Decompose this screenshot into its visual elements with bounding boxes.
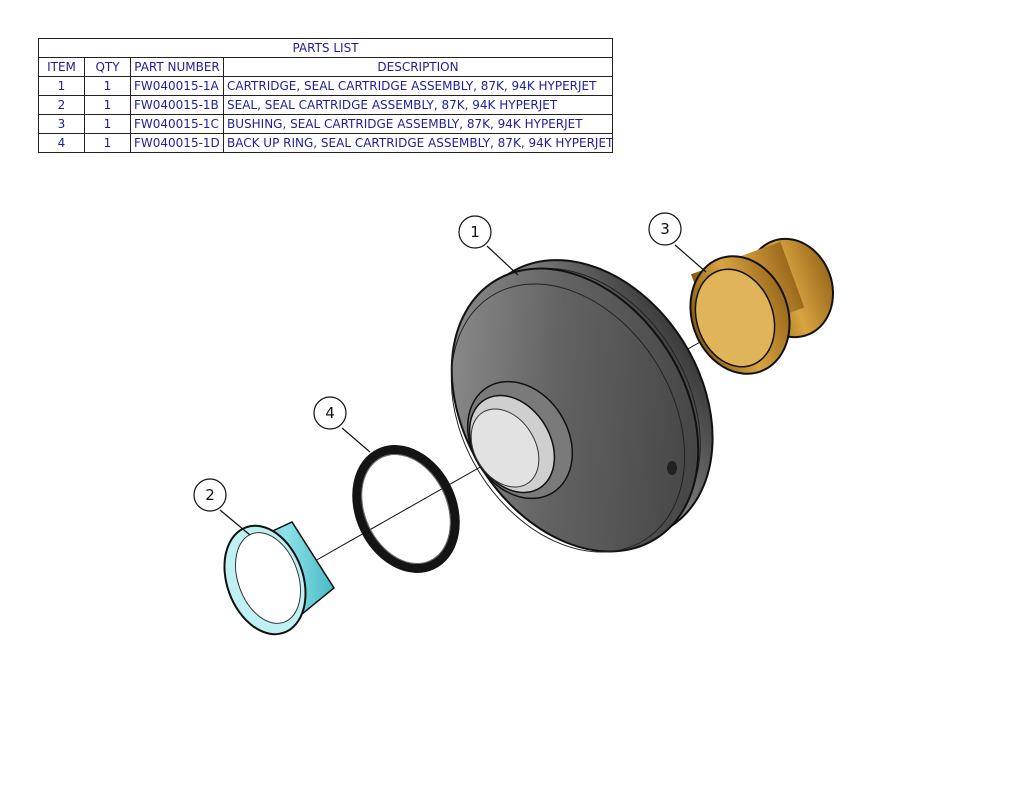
seal-part [223, 521, 335, 636]
leader-1 [486, 245, 519, 276]
leader-4 [341, 427, 371, 453]
parts-list-table: PARTS LIST ITEM QTY PART NUMBER DESCRIPT… [38, 38, 613, 153]
balloon-3: 3 [648, 212, 682, 246]
svg-text:1: 1 [470, 223, 480, 241]
table-row: 1 1 FW040015-1A CARTRIDGE, SEAL CARTRIDG… [38, 76, 613, 96]
cell-description: SEAL, SEAL CARTRIDGE ASSEMBLY, 87K, 94K … [223, 95, 613, 115]
cell-description: CARTRIDGE, SEAL CARTRIDGE ASSEMBLY, 87K,… [223, 76, 613, 96]
table-row: 4 1 FW040015-1D BACK UP RING, SEAL CARTR… [38, 133, 613, 153]
cell-item: 4 [38, 133, 85, 153]
bushing-part [689, 237, 835, 375]
cell-part-number: FW040015-1D [130, 133, 224, 153]
leader-3 [674, 244, 707, 273]
table-row: 3 1 FW040015-1C BUSHING, SEAL CARTRIDGE … [38, 114, 613, 134]
header-description: DESCRIPTION [223, 57, 613, 77]
balloon-2: 2 [193, 478, 227, 512]
cartridge-part [450, 259, 714, 553]
backup-ring-part [352, 445, 460, 573]
svg-text:4: 4 [325, 404, 335, 422]
balloon-1: 1 [458, 215, 492, 249]
leader-2 [219, 509, 251, 536]
svg-text:2: 2 [205, 486, 215, 504]
balloon-4: 4 [313, 396, 347, 430]
parts-list-header-row: ITEM QTY PART NUMBER DESCRIPTION [38, 57, 613, 77]
cell-part-number: FW040015-1C [130, 114, 224, 134]
cell-description: BUSHING, SEAL CARTRIDGE ASSEMBLY, 87K, 9… [223, 114, 613, 134]
svg-text:3: 3 [660, 220, 670, 238]
cell-description: BACK UP RING, SEAL CARTRIDGE ASSEMBLY, 8… [223, 133, 613, 153]
